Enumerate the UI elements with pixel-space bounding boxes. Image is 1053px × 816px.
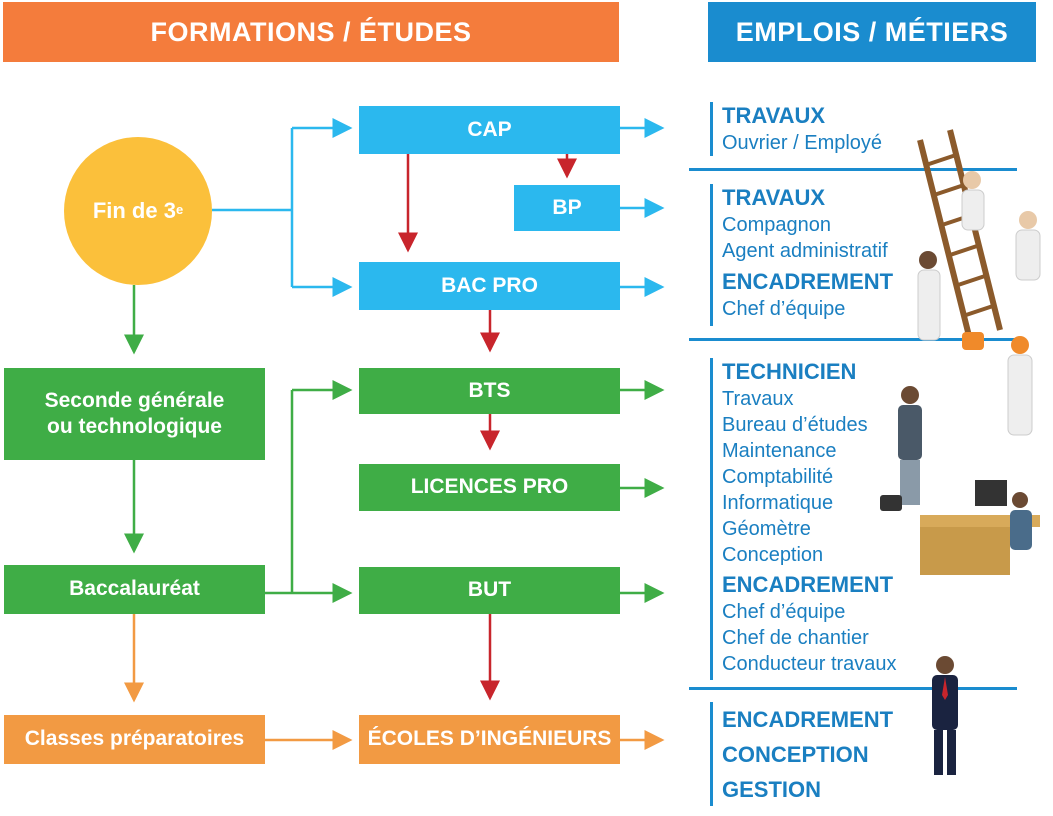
start-label: Fin de 3 [92,198,176,223]
separator [689,168,1017,171]
job-item: Maintenance [722,440,837,462]
seconde-line2: ou technologique [47,415,222,438]
job-title: CONCEPTION [722,742,869,767]
job-item: Chef de chantier [722,627,869,649]
jobs-group-2: TRAVAUX Compagnon Agent administratif EN… [710,184,893,326]
manager-illustration [932,656,958,775]
job-item: Compagnon [722,214,831,236]
jobs-group-3: TECHNICIEN Travaux Bureau d’études Maint… [710,358,897,680]
job-item: Comptabilité [722,466,834,488]
job-item: Chef d’équipe [722,601,846,623]
box-ecoles-ingenieurs: ÉCOLES D’INGÉNIEURS [359,715,620,764]
box-bts: BTS [359,368,620,414]
job-item: Ouvrier / Employé [722,132,883,154]
box-classes-preparatoires: Classes préparatoires [4,715,265,764]
job-title: ENCADREMENT [722,707,894,732]
start-label-sup: e [175,201,184,217]
job-item: Conception [722,544,824,566]
box-seconde: Seconde générale ou technologique [4,368,265,460]
job-title: TECHNICIEN [722,359,857,384]
job-item: Informatique [722,492,834,514]
jobs-group-4: ENCADREMENT CONCEPTION GESTION [710,702,893,806]
job-item: Conducteur travaux [722,653,897,675]
box-bp: BP [514,185,620,231]
workers-ladder-illustration [917,129,1041,350]
job-title: ENCADREMENT [722,269,894,294]
job-title: TRAVAUX [722,103,826,128]
job-item: Bureau d’études [722,414,868,436]
box-but: BUT [359,567,620,614]
job-title: ENCADREMENT [722,572,894,597]
jobs-group-1: TRAVAUX Ouvrier / Employé [710,102,882,156]
seconde-line1: Seconde générale [44,388,225,412]
job-title: GESTION [722,777,822,802]
job-item: Agent administratif [722,240,888,262]
box-cap: CAP [359,106,620,154]
job-item: Géomètre [722,518,811,540]
job-item: Chef d’équipe [722,298,846,320]
separator [689,687,1017,690]
office-workers-illustration [880,336,1040,575]
box-baccalaureat: Baccalauréat [4,565,265,614]
job-item: Travaux [722,388,794,410]
job-title: TRAVAUX [722,185,826,210]
separator [689,338,1017,341]
header-emplois: EMPLOIS / MÉTIERS [708,2,1036,62]
header-formations: FORMATIONS / ÉTUDES [3,2,619,62]
box-bac-pro: BAC PRO [359,262,620,310]
box-licences-pro: LICENCES PRO [359,464,620,511]
